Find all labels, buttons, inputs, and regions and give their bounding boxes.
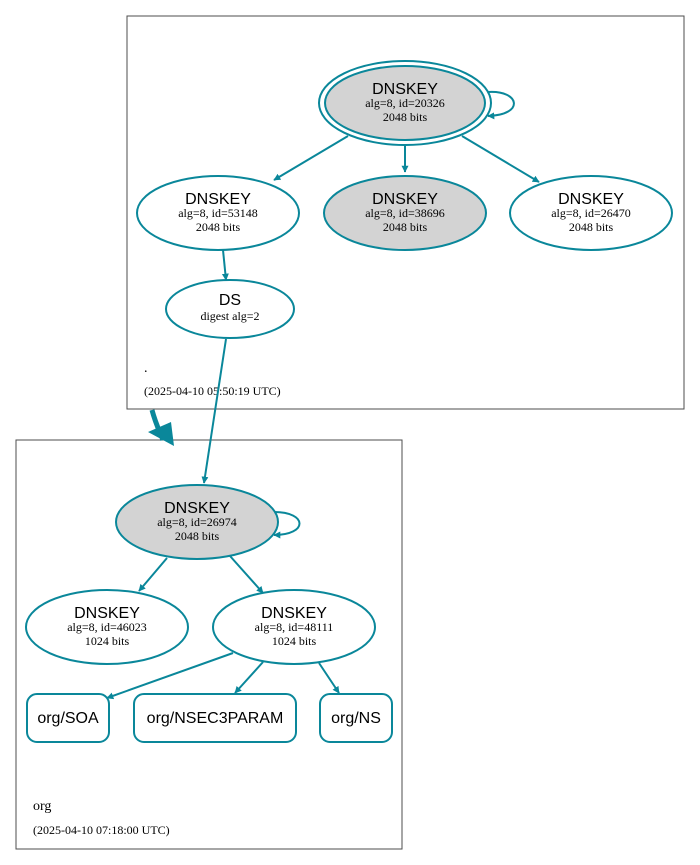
node-org-ns: org/NS bbox=[319, 693, 393, 743]
edge-48111-to-soa bbox=[106, 652, 234, 700]
edge-53148-to-ds bbox=[221, 249, 229, 281]
edge-root-ksk-to-53148 bbox=[273, 135, 349, 181]
node-org-ksk-size: 2048 bits bbox=[175, 529, 220, 543]
node-org-ksk: DNSKEY alg=8, id=26974 2048 bits bbox=[115, 484, 279, 560]
edge-ds-to-org-ksk bbox=[201, 338, 227, 484]
node-org-ksk-alg: alg=8, id=26974 bbox=[157, 515, 237, 529]
node-ds: DS digest alg=2 bbox=[165, 279, 295, 339]
node-48111-size: 1024 bits bbox=[272, 634, 317, 648]
node-46023-alg: alg=8, id=46023 bbox=[67, 620, 147, 634]
node-root-ksk-size: 2048 bits bbox=[383, 110, 428, 124]
node-53148-title: DNSKEY bbox=[185, 191, 251, 208]
edge-org-ksk-to-46023 bbox=[138, 557, 168, 592]
root-zone-name: . bbox=[144, 361, 148, 376]
node-org-dnskey-46023: DNSKEY alg=8, id=46023 1024 bits bbox=[25, 589, 189, 665]
node-nsec3param-label: org/NSEC3PARAM bbox=[147, 710, 284, 727]
node-root-ksk-title: DNSKEY bbox=[372, 81, 438, 98]
node-46023-title: DNSKEY bbox=[74, 605, 140, 622]
node-48111-alg: alg=8, id=48111 bbox=[255, 620, 334, 634]
node-org-dnskey-48111: DNSKEY alg=8, id=48111 1024 bits bbox=[212, 589, 376, 665]
node-org-ksk-title: DNSKEY bbox=[164, 500, 230, 517]
node-26470-alg: alg=8, id=26470 bbox=[551, 206, 631, 220]
edge-root-ksk-self bbox=[487, 90, 515, 120]
node-root-dnskey-26470: DNSKEY alg=8, id=26470 2048 bits bbox=[509, 175, 673, 251]
node-org-nsec3param: org/NSEC3PARAM bbox=[133, 693, 297, 743]
root-zone-timestamp: (2025-04-10 05:50:19 UTC) bbox=[144, 384, 281, 398]
node-root-dnskey-53148: DNSKEY alg=8, id=53148 2048 bits bbox=[136, 175, 300, 251]
node-38696-title: DNSKEY bbox=[372, 191, 438, 208]
node-org-soa: org/SOA bbox=[26, 693, 110, 743]
node-ds-digest: digest alg=2 bbox=[200, 309, 259, 323]
node-46023-size: 1024 bits bbox=[85, 634, 130, 648]
edge-root-ksk-to-26470 bbox=[461, 135, 540, 183]
node-53148-alg: alg=8, id=53148 bbox=[178, 206, 258, 220]
node-root-dnskey-38696: DNSKEY alg=8, id=38696 2048 bits bbox=[323, 175, 487, 251]
node-ns-label: org/NS bbox=[331, 710, 381, 727]
edge-org-ksk-to-48111 bbox=[229, 555, 264, 594]
node-26470-title: DNSKEY bbox=[558, 191, 624, 208]
node-48111-title: DNSKEY bbox=[261, 605, 327, 622]
node-ds-title: DS bbox=[219, 292, 241, 309]
org-zone-name: org bbox=[33, 799, 51, 814]
node-26470-size: 2048 bits bbox=[569, 220, 614, 234]
edge-org-ksk-self bbox=[273, 511, 301, 539]
delegation-arrow-head bbox=[148, 422, 174, 446]
edge-48111-to-ns bbox=[318, 662, 340, 694]
org-zone-timestamp: (2025-04-10 07:18:00 UTC) bbox=[33, 823, 170, 837]
node-38696-size: 2048 bits bbox=[383, 220, 428, 234]
node-53148-size: 2048 bits bbox=[196, 220, 241, 234]
node-root-ksk: DNSKEY alg=8, id=20326 2048 bits bbox=[318, 60, 492, 146]
node-root-ksk-alg: alg=8, id=20326 bbox=[365, 96, 445, 110]
edge-48111-to-nsec3param bbox=[234, 661, 264, 694]
node-38696-alg: alg=8, id=38696 bbox=[365, 206, 445, 220]
node-soa-label: org/SOA bbox=[37, 710, 99, 727]
